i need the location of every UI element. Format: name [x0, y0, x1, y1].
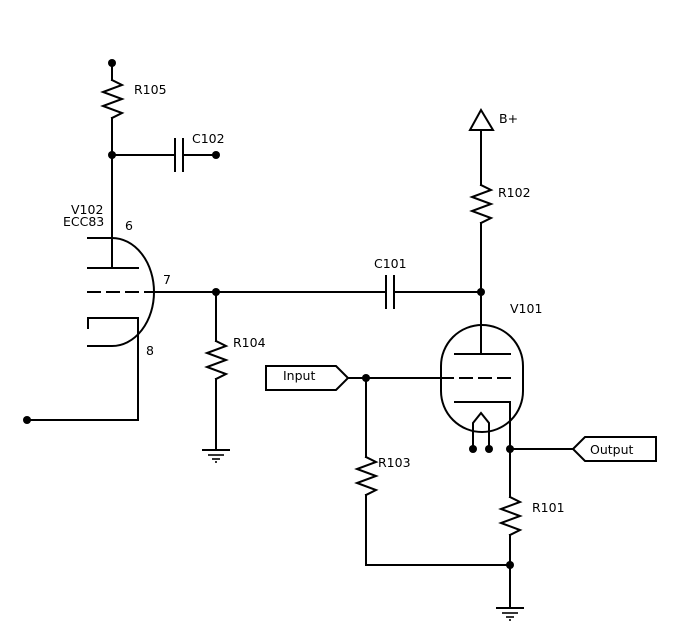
ground-symbol [202, 449, 230, 463]
cathode-terminal-dot [23, 416, 31, 424]
c102-capacitor [111, 138, 217, 172]
bplus-supply-symbol [468, 107, 495, 186]
r102-label: R102 [498, 185, 531, 200]
r104-resistor [204, 291, 229, 451]
v101-tube [440, 324, 524, 450]
r103-resistor [354, 377, 511, 566]
heater-terminal-dot [485, 445, 493, 453]
output-port[interactable] [571, 436, 657, 462]
pin8-label: 8 [146, 343, 154, 358]
pin6-label: 6 [125, 218, 133, 233]
r101-resistor [498, 448, 523, 609]
c102-label: C102 [192, 131, 225, 146]
ground-symbol [496, 607, 524, 621]
r102-resistor [469, 183, 494, 355]
v102-tube [87, 237, 155, 421]
supply-terminal-dot [108, 59, 116, 67]
bplus-label: B+ [499, 111, 518, 126]
c101-label: C101 [374, 256, 407, 271]
r105-label: R105 [134, 82, 167, 97]
c102-terminal-dot [212, 151, 220, 159]
output-label: Output [590, 442, 634, 457]
c101-capacitor [385, 275, 482, 309]
r104-label: R104 [233, 335, 266, 350]
junction-dot [506, 561, 514, 569]
pin7-label: 7 [163, 272, 171, 287]
input-label: Input [283, 368, 315, 383]
input-port[interactable] [265, 365, 350, 391]
v102-name-label: V102 [71, 202, 103, 217]
v101-label: V101 [510, 301, 542, 316]
heater-terminal-dot [469, 445, 477, 453]
r101-label: R101 [532, 500, 565, 515]
r103-label: R103 [378, 455, 411, 470]
v102-type-label: ECC83 [63, 214, 104, 229]
